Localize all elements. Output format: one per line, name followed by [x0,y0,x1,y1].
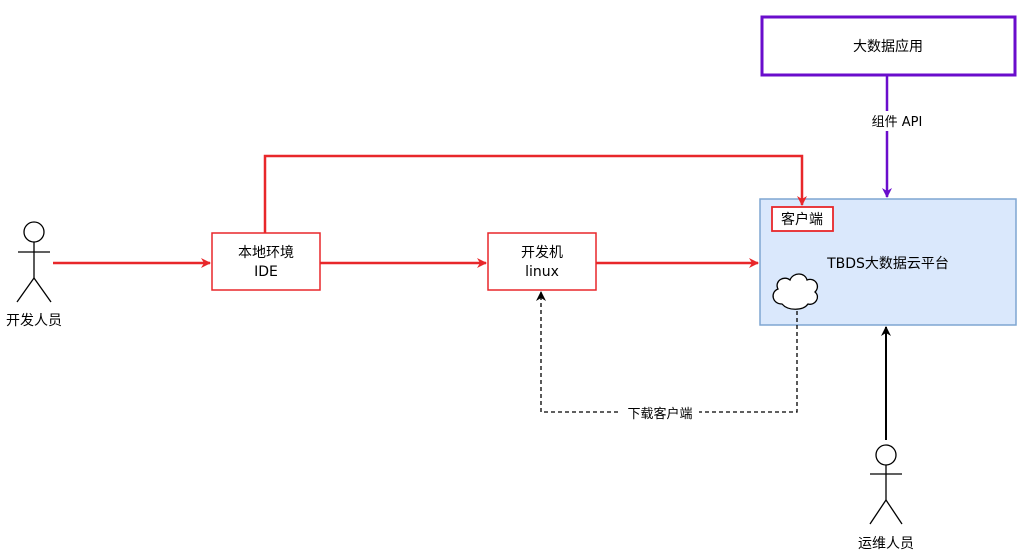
tbds-platform-label: TBDS大数据云平台 [826,256,949,272]
dev-machine-label-line2: linux [525,264,559,280]
component-api-label-bg [862,111,932,131]
local-ide-box [211,232,321,291]
cloud-icon [772,273,819,310]
download-client-label-bg [621,404,699,422]
component-api-label: 组件 API [872,115,923,130]
developer-label: 开发人员 [6,313,62,329]
dev-machine-box [487,232,597,291]
big-data-app-label: 大数据应用 [853,38,923,55]
ide-to-client-arrow [263,154,807,233]
ops-label: 运维人员 [858,536,914,552]
client-box [771,206,834,232]
download-client-label: 下载客户端 [627,406,692,422]
big-data-app-box [760,15,1017,77]
download-client-arrow [536,291,798,413]
local-ide-label-line1: 本地环境 [238,245,294,261]
developer-actor-icon [16,221,52,303]
ops-actor-icon [869,444,903,525]
dev-machine-label-line1: 开发机 [521,245,563,261]
local-ide-label-line2: IDE [254,264,278,280]
client-box-label: 客户端 [781,211,823,228]
